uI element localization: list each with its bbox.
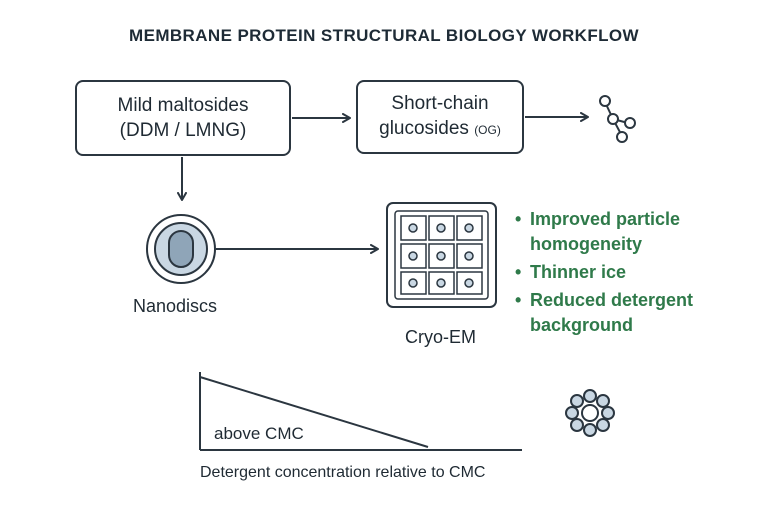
plot-declining-line: [199, 376, 429, 448]
short-chain-abbrev: (OG): [474, 123, 501, 137]
benefit-text: Improved particle homogeneity: [530, 209, 681, 254]
nanodiscs-label: Nanodiscs: [133, 296, 218, 316]
benefit-text: Thinner ice: [530, 262, 627, 282]
concentration-plot: [199, 372, 522, 451]
bullet-dot: •: [515, 209, 522, 229]
short-chain-line2: glucosides: [379, 118, 469, 139]
micelle-icon: [565, 389, 615, 437]
benefit-item: • Thinner ice: [515, 260, 765, 285]
benefit-text: Reduced detergent background: [530, 290, 694, 335]
benefit-item: • Improved particle homogeneity: [515, 207, 765, 257]
plot-inner-label: above CMC: [214, 424, 304, 443]
plot-x-axis-label: Detergent concentration relative to CMC: [200, 464, 486, 481]
benefits-list: • Improved particle homogeneity • Thinne…: [515, 207, 765, 341]
diagram-title: MEMBRANE PROTEIN STRUCTURAL BIOLOGY WORK…: [129, 26, 639, 45]
short-chain-line2-wrap: glucosides (OG): [379, 116, 501, 143]
mild-maltosides-line1: Mild maltosides: [117, 95, 249, 116]
bullet-dot: •: [515, 290, 522, 310]
mild-maltosides-line2: (DDM / LMNG): [119, 120, 247, 141]
short-chain-glucosides-box: Short-chain glucosides (OG): [356, 80, 524, 154]
cryo-em-label: Cryo-EM: [405, 327, 476, 347]
short-chain-line1: Short-chain: [391, 93, 489, 114]
benefit-item: • Reduced detergent background: [515, 288, 765, 338]
cryo-em-grid-icon: [386, 202, 497, 308]
bullet-dot: •: [515, 262, 522, 282]
nanodisc-icon: [146, 214, 216, 284]
mild-maltosides-box: Mild maltosides (DDM / LMNG): [75, 80, 291, 156]
molecule-icon: [599, 95, 636, 143]
